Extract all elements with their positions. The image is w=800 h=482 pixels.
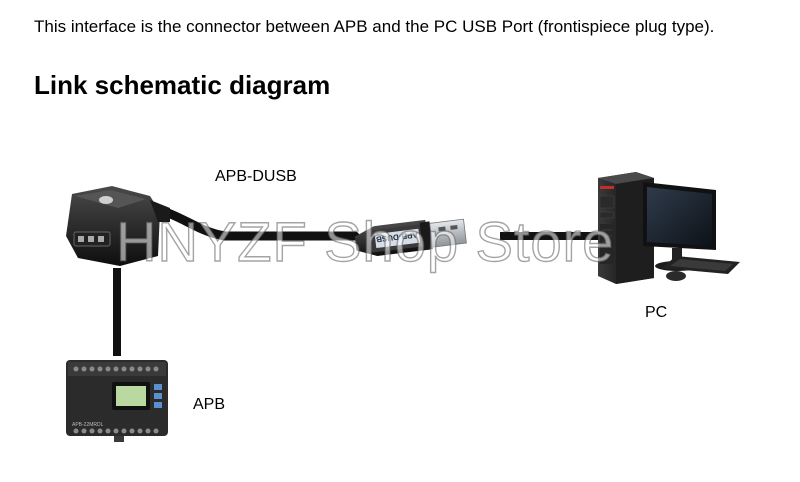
pc-link-line [500,232,598,240]
pc-keyboard [662,256,740,274]
pc-monitor [643,182,716,271]
pc-mouse [666,271,686,281]
module-text: APB-22MRDL [72,422,104,428]
apb-module: APB-22MRDL [66,360,168,442]
apb-label: APB [193,396,226,413]
usb-plug: APB-DUSB [354,218,467,256]
intro-text: This interface is the connector between … [34,17,715,36]
apb-link-line [113,268,121,356]
cable-label: APB-DUSB [215,168,297,185]
pc-label: PC [645,304,668,321]
apb-connector-plug [66,186,170,266]
store-watermark: HNYZF Shop Store [115,210,615,273]
diagram-heading: Link schematic diagram [34,70,331,100]
